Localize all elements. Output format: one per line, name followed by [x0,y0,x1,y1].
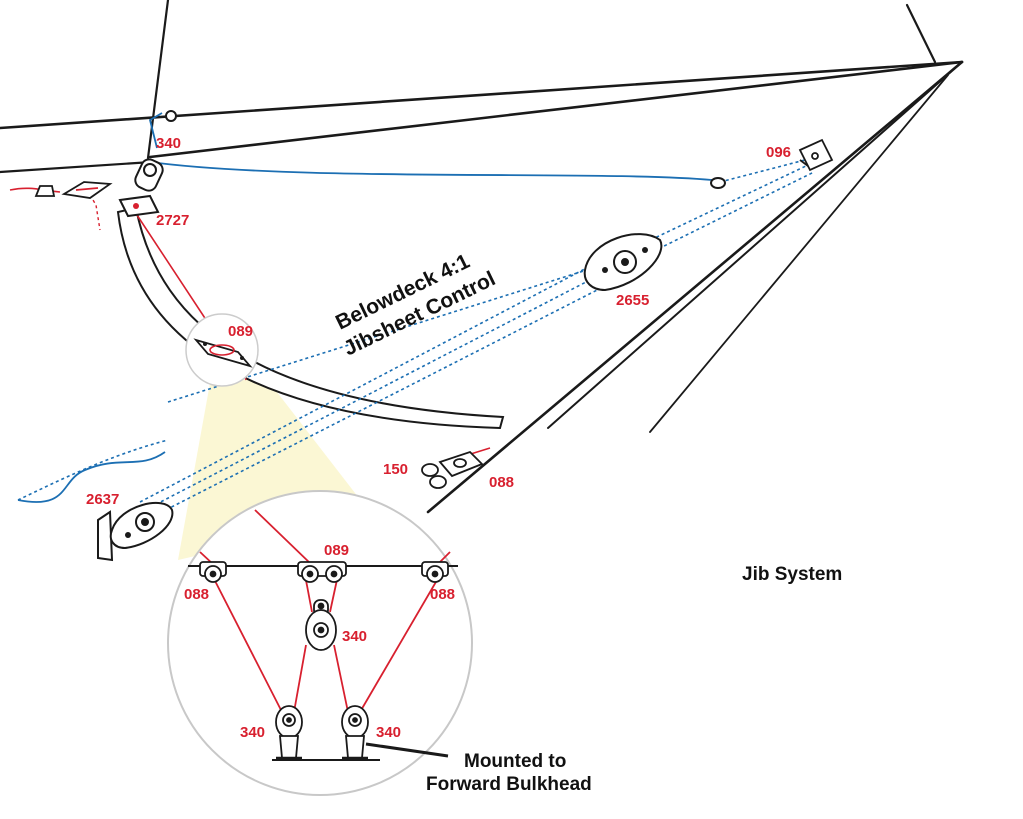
block-2655-icon [583,233,663,292]
detail-circle [167,490,473,796]
mount-label-line-1: Mounted to [464,751,566,772]
system-label: Jib System [742,564,842,585]
part-label-2637: 2637 [86,491,119,508]
part-label-150: 150 [383,461,408,478]
blue-control-lines [17,112,713,503]
block-2727-icon [118,158,164,218]
part-label-2655: 2655 [616,292,649,309]
block-2637-icon [97,501,174,562]
detail-label-340-right: 340 [376,724,401,741]
ring-fitting-icon [710,177,726,189]
detail-label-340-center: 340 [342,628,367,645]
detail-label-340-left: 340 [240,724,265,741]
part-label-089: 089 [228,323,253,340]
part-label-088: 088 [489,474,514,491]
part-label-2727: 2727 [156,212,189,229]
callout-circle-089 [185,313,259,387]
part-label-340-top: 340 [156,135,181,152]
detail-label-088-right: 088 [430,586,455,603]
bow-fitting-096-icon [798,138,834,172]
cleat-150-icon [421,450,484,489]
part-labels: 340 2727 096 2655 089 150 088 2637 089 0… [86,135,791,741]
detail-label-089: 089 [324,542,349,559]
deck-fairlead-icon [34,181,113,199]
detail-label-088-left: 088 [184,586,209,603]
title-label: Belowdeck 4:1 Jibsheet Control [332,250,499,361]
ring-fitting-icon [165,110,177,122]
hull-outline [0,0,964,514]
part-label-096: 096 [766,144,791,161]
mount-label-line-2: Forward Bulkhead [426,774,592,795]
traveler-track [116,206,505,430]
blue-dashed-lines [17,159,815,519]
